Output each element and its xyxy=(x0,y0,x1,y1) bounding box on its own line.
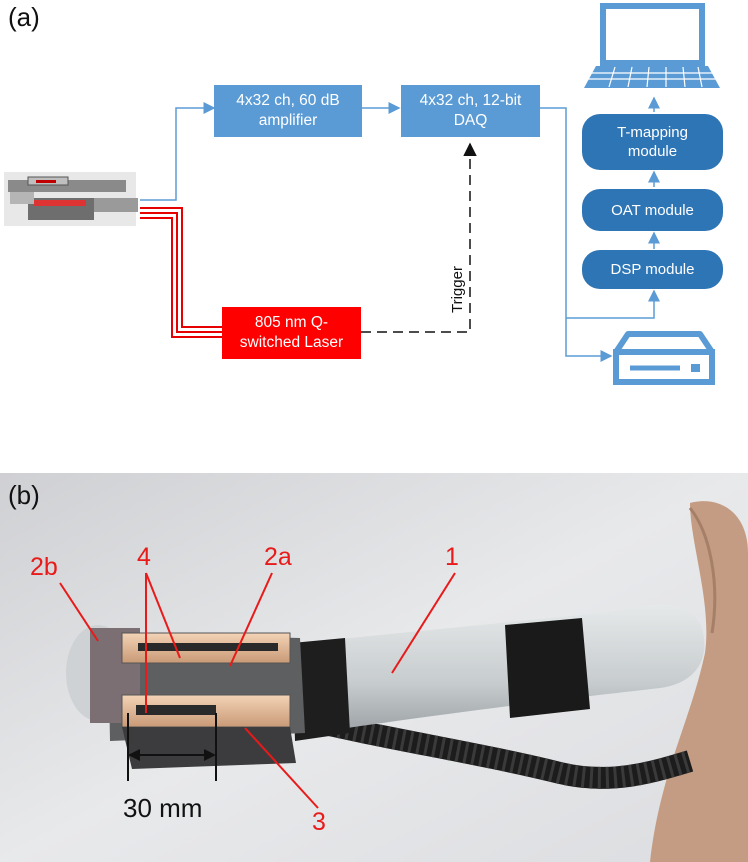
dsp-module-box: DSP module xyxy=(582,250,723,289)
label-3: 3 xyxy=(312,808,326,836)
label-2a: 2a xyxy=(264,543,292,571)
laser-box: 805 nm Q- switched Laser xyxy=(222,307,361,359)
panel-a-label: (a) xyxy=(8,2,40,32)
annotation-lines xyxy=(59,572,456,809)
scale-bar xyxy=(127,713,217,781)
trigger-label: Trigger xyxy=(449,266,466,313)
computer-icon xyxy=(584,3,720,88)
daq-to-storage-line xyxy=(540,107,613,362)
label-2b: 2b xyxy=(30,553,58,581)
label-4: 4 xyxy=(137,543,151,571)
fiber-line xyxy=(140,207,222,338)
storage-drive-icon xyxy=(613,331,715,385)
scale-label: 30 mm xyxy=(123,793,203,823)
trigger-line xyxy=(361,142,477,333)
label-1: 1 xyxy=(445,543,459,571)
system-diagram xyxy=(4,3,720,385)
panel-b-label: (b) xyxy=(8,480,40,510)
probe-to-amplifier-line xyxy=(140,102,216,201)
oat-module-box: OAT module xyxy=(582,189,723,231)
daq-box: 4x32 ch, 12-bit DAQ xyxy=(401,85,540,137)
tmapping-module-box: T-mapping module xyxy=(582,114,723,170)
probe-photo xyxy=(0,473,748,862)
amplifier-box: 4x32 ch, 60 dB amplifier xyxy=(214,85,362,137)
probe-icon xyxy=(4,172,138,226)
daq-to-dsp-line xyxy=(566,289,660,319)
